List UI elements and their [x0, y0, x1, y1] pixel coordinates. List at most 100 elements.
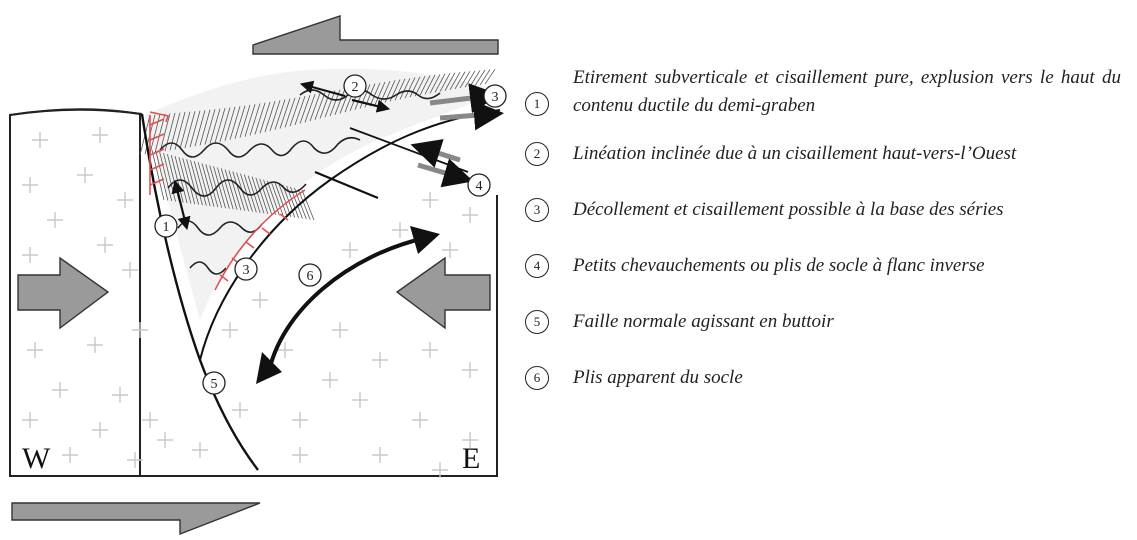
basement-cross — [322, 372, 338, 388]
hatch-line — [169, 112, 181, 151]
hatch-line — [449, 72, 461, 90]
hatch-line — [444, 72, 456, 91]
legend-item-5: 5 Faille normale agissant en buttoir — [525, 310, 1125, 366]
hatch-line — [249, 103, 261, 136]
hatch-line — [299, 95, 311, 124]
hatch-line — [424, 74, 436, 95]
basement-cross — [77, 167, 93, 183]
half-graben-fill — [139, 68, 500, 320]
basement-cross — [342, 242, 358, 258]
hatch-line — [429, 74, 441, 94]
hatch-line — [224, 106, 236, 141]
basement-cross — [127, 452, 143, 468]
hatch-line — [194, 110, 206, 147]
basement-cross — [252, 292, 268, 308]
basement-cross — [232, 402, 248, 418]
basement-cross — [97, 237, 113, 253]
hatch-line — [314, 92, 326, 120]
legend-text: Linéation inclinée due à un cisaillement… — [573, 143, 1017, 164]
hatch-line — [232, 171, 246, 211]
hatch-line — [479, 69, 491, 86]
svg-text:1: 1 — [163, 220, 170, 235]
hatch-line — [244, 104, 256, 137]
hatch-line — [193, 161, 207, 206]
hatch-line — [189, 110, 201, 148]
hatch-line — [240, 173, 253, 212]
svg-text:3: 3 — [243, 263, 250, 278]
hatch-line — [239, 104, 251, 138]
basement-cross — [372, 352, 388, 368]
hatch-line — [155, 150, 169, 201]
basement-cross — [462, 362, 478, 378]
motion-arrows — [171, 80, 504, 231]
east-label: E — [462, 442, 480, 475]
hatch-line — [174, 112, 186, 150]
basement-cross — [277, 342, 293, 358]
hatch-line — [219, 107, 231, 142]
legend-item-6: 6 Plis apparent du socle — [525, 366, 1125, 422]
hatch-line — [399, 77, 411, 100]
hatch-line — [359, 84, 371, 109]
diagram-label-3b: 3 — [234, 257, 258, 281]
basement-cross — [27, 342, 43, 358]
hatch-line — [213, 166, 226, 209]
legend-num: 4 — [525, 254, 549, 278]
hatch-line — [184, 111, 196, 149]
block-outline — [9, 108, 498, 477]
basement-cross — [392, 222, 408, 238]
basement-cross — [352, 392, 368, 408]
west-compression-arrow — [17, 256, 110, 330]
legend-text: Plis apparent du socle — [573, 367, 743, 388]
hatch-line — [186, 159, 200, 205]
hatch-line — [459, 71, 471, 89]
legend-text: Petits chevauchements ou plis de socle à… — [573, 255, 985, 276]
legend-item-1: 1 Etirement subverticale et cisaillement… — [525, 67, 1125, 142]
basement-cross — [22, 177, 38, 193]
basement-fold-arrow — [256, 226, 440, 384]
hatch-line — [234, 105, 246, 139]
diagram-label-2: 2 — [343, 74, 367, 98]
legend-num: 1 — [525, 92, 549, 116]
basement-cross — [122, 262, 138, 278]
basement-cross — [192, 442, 208, 458]
basement-cross — [157, 432, 173, 448]
basement-cross — [32, 132, 48, 148]
basement-cross — [47, 212, 63, 228]
hatch-line — [334, 88, 346, 115]
basement-cross — [292, 412, 308, 428]
basement-cross — [92, 422, 108, 438]
hatch-line — [190, 160, 203, 206]
diagram-label-4: 4 — [467, 173, 491, 197]
hatch-line — [209, 165, 223, 208]
legend-num: 2 — [525, 142, 549, 166]
hatch-line — [220, 168, 234, 210]
basement-cross — [422, 192, 438, 208]
hatch-line — [301, 189, 315, 221]
hatch-line — [229, 106, 241, 140]
hatch-line — [154, 113, 166, 153]
hatch-line — [255, 177, 269, 214]
basement-cross — [432, 462, 448, 478]
hatch-line — [259, 178, 273, 215]
basement-cross — [462, 207, 478, 223]
basement-cross — [142, 412, 158, 428]
hatch-line — [228, 170, 242, 211]
legend-text: Faille normale agissant en buttoir — [573, 311, 834, 332]
basement-cross — [117, 192, 133, 208]
basement-cross — [422, 342, 438, 358]
hatch-line — [159, 151, 173, 202]
hatch-line — [394, 78, 406, 101]
diagram-label-5: 5 — [202, 371, 226, 395]
basement-cross — [132, 322, 148, 338]
basement-cross — [52, 382, 68, 398]
west-label: W — [22, 442, 51, 475]
legend-text: Décollement et cisaillement possible à l… — [573, 199, 1004, 220]
svg-text:6: 6 — [307, 269, 314, 284]
hatch-line — [201, 163, 215, 207]
hatch-line — [274, 99, 286, 130]
hatch-line — [469, 70, 481, 87]
hatch-line — [179, 111, 191, 149]
svg-text:3: 3 — [492, 90, 499, 105]
legend-num: 3 — [525, 198, 549, 222]
